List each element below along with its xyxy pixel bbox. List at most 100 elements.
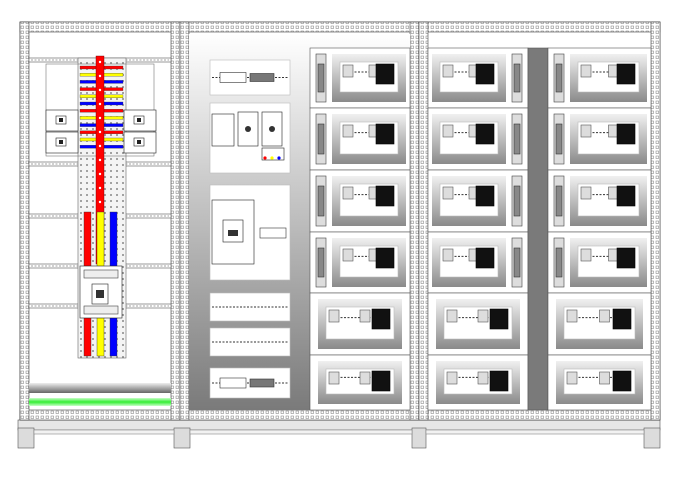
mcb xyxy=(442,124,454,138)
feeder-compartment xyxy=(427,231,529,294)
bolt xyxy=(98,88,102,92)
contactor-block xyxy=(375,185,395,207)
mcb xyxy=(599,371,610,385)
bolt xyxy=(98,186,102,190)
branch-breaker xyxy=(123,131,157,154)
feeder-compartment xyxy=(547,47,652,109)
mcb xyxy=(342,64,354,78)
breaker-handle xyxy=(59,140,63,144)
phase-bar xyxy=(79,65,98,70)
terminal-strip xyxy=(555,123,563,155)
phase-bar xyxy=(102,94,124,98)
terminal-strip xyxy=(555,185,563,217)
right-post xyxy=(409,21,420,421)
phase-bar xyxy=(79,73,98,77)
phase-bar xyxy=(79,101,98,106)
mcb xyxy=(342,186,354,200)
feeder-compartment xyxy=(547,107,652,171)
terminal-strip xyxy=(555,247,563,278)
mcb xyxy=(328,371,340,385)
feeder-compartment xyxy=(427,354,529,411)
cabinet-2 xyxy=(179,21,420,421)
feeder-compartment xyxy=(427,107,529,171)
left-post xyxy=(19,21,30,421)
contactor-block xyxy=(616,247,636,269)
feeder-compartment xyxy=(309,231,411,294)
bottom-rail xyxy=(19,409,181,421)
phase-bar xyxy=(79,137,98,142)
bottom-rail xyxy=(418,409,661,421)
top-rail xyxy=(418,21,661,33)
mcb xyxy=(442,186,454,200)
breaker-handle xyxy=(96,290,104,298)
terminal-strip xyxy=(513,63,521,93)
breaker-handle xyxy=(228,230,238,236)
terminal-block xyxy=(249,73,275,82)
cabinet-1 xyxy=(19,21,181,421)
feeder-compartment xyxy=(309,47,411,109)
terminal-strip xyxy=(513,123,521,155)
terminal-block xyxy=(219,377,247,389)
bolt xyxy=(98,116,102,120)
contactor-block xyxy=(475,185,495,207)
phase-bar xyxy=(79,109,98,113)
mcb xyxy=(566,371,578,385)
phase-terminal xyxy=(263,156,267,160)
device-plate xyxy=(209,102,291,174)
phase-bar xyxy=(102,109,124,113)
contactor-block xyxy=(375,63,395,85)
mcb xyxy=(359,371,371,385)
mcb xyxy=(566,309,578,323)
mcb xyxy=(477,309,489,323)
cable-duct-strip xyxy=(29,383,171,393)
plinth-foot xyxy=(173,427,191,449)
branch-breaker xyxy=(123,109,157,132)
contactor-block xyxy=(375,123,395,145)
bolt xyxy=(98,74,102,78)
plinth-beam xyxy=(33,429,175,435)
contactor-block xyxy=(489,308,509,330)
contactor-block xyxy=(375,247,395,269)
terminal-strip xyxy=(317,123,325,155)
feeder-compartment xyxy=(547,292,652,356)
plinth-beam xyxy=(425,429,645,435)
phase-terminal xyxy=(277,156,281,160)
plinth-foot xyxy=(643,427,661,449)
mcb xyxy=(580,124,592,138)
bolt xyxy=(98,200,102,204)
terminal-strip xyxy=(317,185,325,217)
feeder-compartment xyxy=(427,169,529,233)
mcb xyxy=(599,309,610,323)
mcb xyxy=(342,124,354,138)
phase-bar xyxy=(102,87,124,91)
riser-busbar xyxy=(83,211,92,269)
feeder-compartment xyxy=(547,354,652,411)
plate xyxy=(209,327,291,357)
contactor-block xyxy=(475,247,495,269)
device-plate xyxy=(209,292,291,322)
feeder-compartment xyxy=(427,292,529,356)
switch-knob xyxy=(245,126,251,132)
bottom-rail xyxy=(179,409,420,421)
left-post xyxy=(179,21,190,421)
plinth-foot xyxy=(411,427,427,449)
bolt xyxy=(98,172,102,176)
left-post xyxy=(418,21,429,421)
mcb xyxy=(580,186,592,200)
breaker-bottom-terminals xyxy=(83,305,119,315)
base-plinth xyxy=(17,419,661,449)
branch-breaker xyxy=(45,109,79,132)
bolt xyxy=(98,60,102,64)
phase-bar xyxy=(79,116,98,120)
feeder-compartment xyxy=(309,354,411,411)
phase-bar xyxy=(102,73,124,77)
contactor-block xyxy=(616,123,636,145)
feeder-compartment xyxy=(309,292,411,356)
breaker xyxy=(211,113,235,147)
mcb xyxy=(446,309,458,323)
feeder-compartment xyxy=(309,169,411,233)
device-plate xyxy=(209,184,291,281)
riser-busbar xyxy=(96,211,105,269)
terminal-strip xyxy=(513,185,521,217)
phase-bar xyxy=(102,145,124,149)
